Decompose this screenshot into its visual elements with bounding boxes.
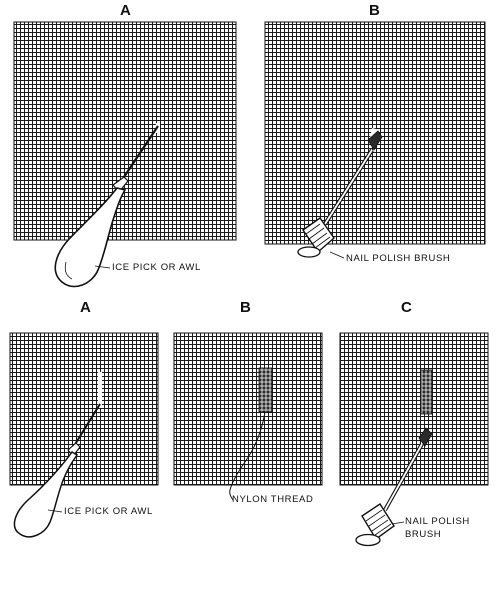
top-panel-a xyxy=(13,21,237,288)
awl-label: ICE PICK OR AWL xyxy=(64,506,153,517)
screen-mesh xyxy=(9,332,159,486)
panel-letter-b: B xyxy=(369,2,380,19)
panel-letter-a: A xyxy=(80,299,91,316)
slit-in-screen xyxy=(98,372,102,408)
panel-letter-c: C xyxy=(401,299,412,316)
woven-patch xyxy=(258,367,273,413)
bottom-panel-b xyxy=(173,332,323,501)
brush-label: NAIL POLISH BRUSH xyxy=(346,253,451,264)
nail-polish-brush-icon xyxy=(355,427,433,547)
panel-letter-b: B xyxy=(240,299,251,316)
awl-icon xyxy=(13,403,101,538)
thread-icon xyxy=(229,411,266,501)
thread-label: NYLON THREAD xyxy=(232,494,314,505)
panel-letter-a: A xyxy=(120,2,131,19)
brush-label-line2: BRUSH xyxy=(405,529,442,540)
top-panel-b xyxy=(264,21,486,259)
bottom-panel-a xyxy=(9,332,159,538)
awl-icon xyxy=(54,125,159,288)
bottom-panel-c xyxy=(339,332,489,547)
brush-label-line1: NAIL POLISH xyxy=(405,516,470,527)
woven-patch xyxy=(420,369,433,415)
screen-mesh xyxy=(173,332,323,486)
awl-label: ICE PICK OR AWL xyxy=(112,262,201,273)
nail-polish-brush-icon xyxy=(297,130,383,258)
screen-mesh xyxy=(13,21,237,241)
